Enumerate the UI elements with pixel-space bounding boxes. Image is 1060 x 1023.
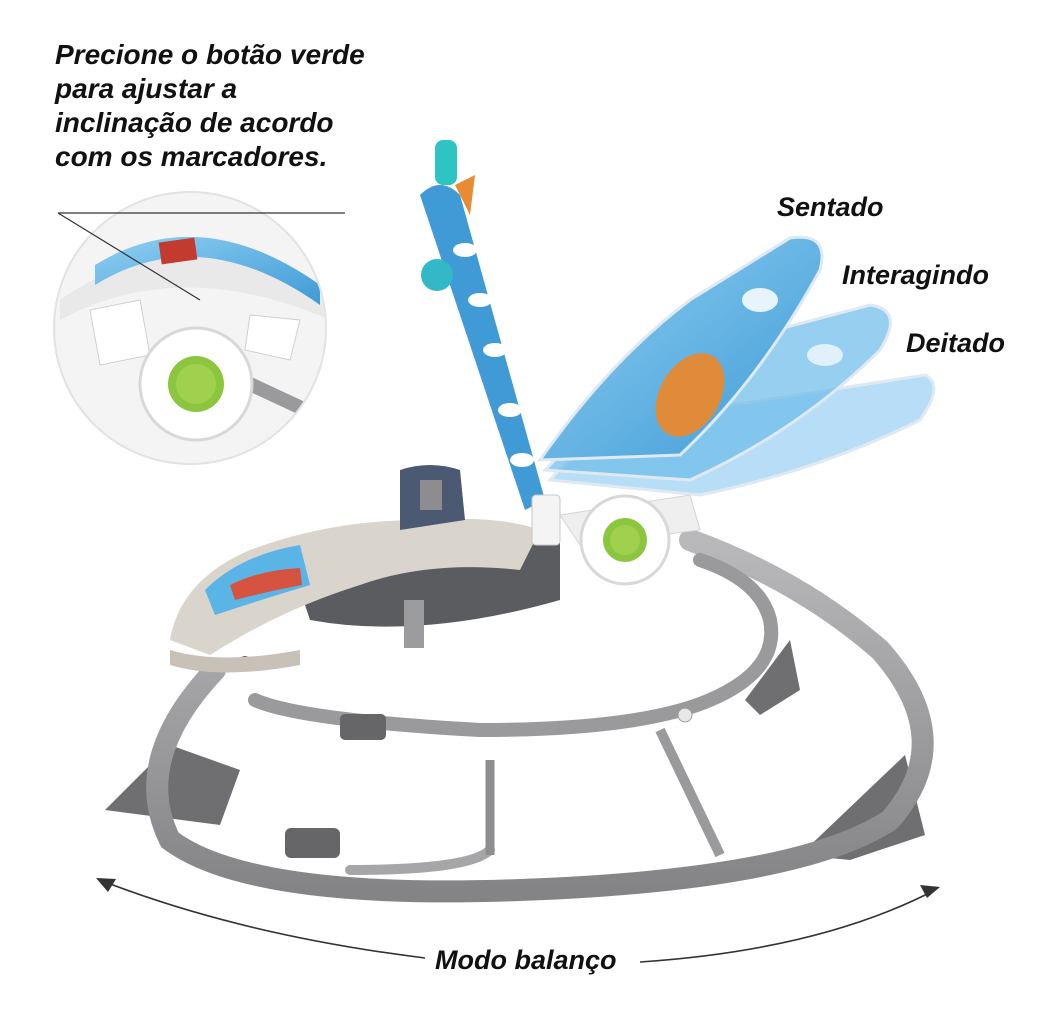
position-label-sentado: Sentado xyxy=(777,192,884,222)
rocker-frame xyxy=(105,529,934,903)
rocking-arrow xyxy=(96,878,940,963)
position-label-interagindo: Interagindo xyxy=(842,260,989,290)
rocking-mode-label: Modo balanço xyxy=(435,945,617,975)
backrest-positions xyxy=(537,235,936,497)
toy-bar xyxy=(420,140,561,546)
bouncer-seat xyxy=(170,465,560,673)
zoom-detail xyxy=(53,191,345,465)
recline-instruction: Precione o botão verde para ajustar a in… xyxy=(55,39,365,172)
recline-hub xyxy=(559,494,701,586)
position-label-deitado: Deitado xyxy=(906,328,1006,358)
